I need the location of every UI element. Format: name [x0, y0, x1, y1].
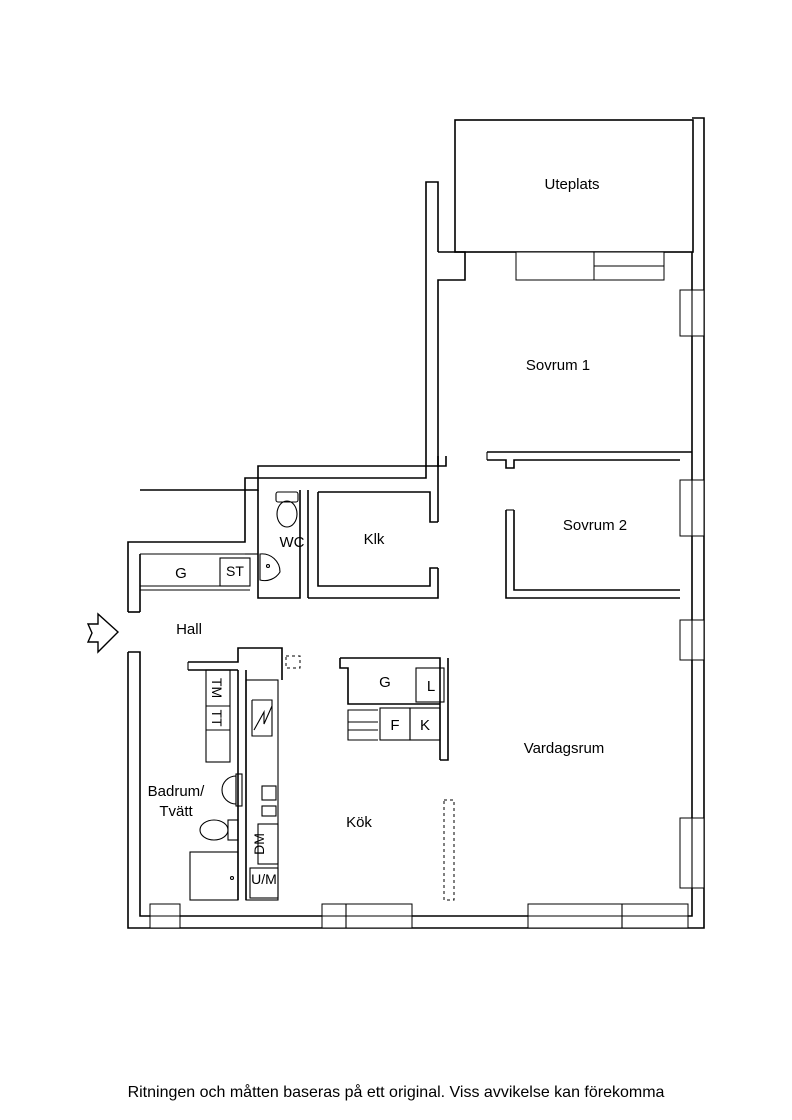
label-kitchen-g: G	[379, 674, 391, 691]
interior-walls	[140, 451, 692, 900]
bathroom-fixtures	[189, 773, 243, 901]
entrance-arrow-icon	[86, 612, 120, 654]
label-sovrum-2: Sovrum 2	[563, 517, 627, 534]
uteplats-area	[454, 119, 694, 281]
room-labels: Uteplats Sovrum 1 Sovrum 2 WC Klk Hall V…	[148, 176, 627, 831]
label-um: U/M	[251, 871, 277, 887]
label-kitchen-k: K	[420, 717, 430, 734]
label-badrum: Badrum/	[148, 783, 206, 800]
label-tvatt: Tvätt	[159, 803, 193, 820]
label-klk: Klk	[364, 531, 385, 548]
label-dm: DM	[251, 833, 267, 855]
label-hall-g: G	[175, 565, 187, 582]
label-hall-st: ST	[226, 563, 244, 579]
laundry-column	[205, 669, 231, 763]
kitchen-living-divider	[443, 799, 455, 901]
disclaimer-text: Ritningen och måtten baseras på ett orig…	[127, 1084, 665, 1101]
windows	[149, 289, 705, 929]
label-kok: Kök	[346, 814, 372, 831]
label-kitchen-f: F	[390, 717, 399, 734]
label-tm: TM	[209, 678, 225, 698]
label-hall: Hall	[176, 621, 202, 638]
label-sovrum-1: Sovrum 1	[526, 357, 590, 374]
wc-fixtures	[259, 491, 299, 582]
label-tt: TT	[209, 709, 225, 727]
label-kitchen-l: L	[427, 678, 435, 695]
label-vardagsrum: Vardagsrum	[524, 740, 605, 757]
label-uteplats: Uteplats	[544, 176, 599, 193]
label-wc: WC	[280, 534, 305, 551]
kitchen-upper-units	[339, 657, 449, 761]
hall-wardrobes	[219, 557, 251, 587]
kitchen-counter	[245, 655, 301, 901]
fixture-labels: G ST G L F K TM TT DM U/M	[175, 563, 435, 887]
